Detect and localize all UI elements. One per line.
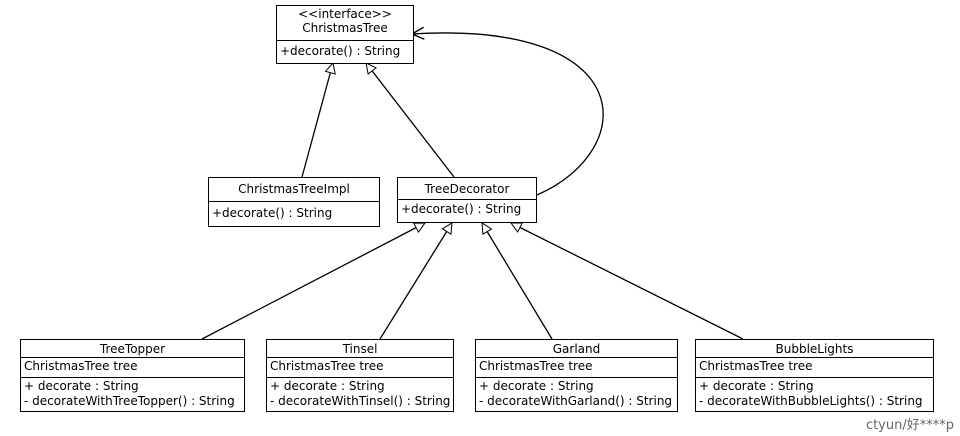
attribute: ChristmasTree tree: [270, 359, 384, 373]
attributes-compartment: ChristmasTree tree: [21, 357, 244, 377]
class-garland: Garland ChristmasTree tree + decorate : …: [475, 339, 678, 412]
operation: +decorate() : String: [280, 44, 401, 58]
attributes-compartment: ChristmasTree tree: [476, 357, 677, 377]
impl-realization-edge: [301, 63, 333, 178]
attribute: ChristmasTree tree: [479, 359, 593, 373]
topper-generalization-edge: [201, 222, 425, 340]
operation: - decorateWithTinsel() : String: [270, 394, 451, 408]
operation: + decorate : String: [24, 379, 139, 393]
operations-compartment: +decorate() : String: [277, 40, 413, 60]
watermark: ctyun/好****p: [865, 418, 954, 433]
class-name: BubbleLights: [775, 342, 854, 356]
decorator-realization-edge: [366, 63, 455, 178]
class-name: Garland: [552, 342, 601, 356]
operations-compartment: +decorate() : String: [209, 201, 379, 222]
operation: - decorateWithGarland() : String: [479, 394, 673, 408]
operation: - decorateWithTreeTopper() : String: [24, 394, 235, 408]
operation: + decorate : String: [699, 379, 814, 393]
class-bubblelights: BubbleLights ChristmasTree tree + decora…: [695, 339, 934, 412]
class-name: ChristmasTree: [302, 21, 388, 35]
operation: - decorateWithBubbleLights() : String: [699, 394, 923, 408]
operations-compartment: + decorate : String - decorateWithTinsel…: [267, 377, 453, 410]
tinsel-generalization-edge: [379, 223, 452, 340]
class-treetopper: TreeTopper ChristmasTree tree + decorate…: [20, 339, 245, 412]
class-christmastree: <<interface>> ChristmasTree +decorate() …: [276, 5, 414, 64]
class-tinsel: Tinsel ChristmasTree tree + decorate : S…: [266, 339, 454, 412]
operations-compartment: + decorate : String - decorateWithGarlan…: [476, 377, 677, 410]
operations-compartment: + decorate : String - decorateWithTreeTo…: [21, 377, 244, 410]
attribute: ChristmasTree tree: [699, 359, 813, 373]
attribute: ChristmasTree tree: [24, 359, 138, 373]
attributes-compartment: ChristmasTree tree: [696, 357, 933, 377]
decorator-aggregation-edge: [412, 33, 604, 196]
attributes-compartment: ChristmasTree tree: [267, 357, 453, 377]
class-treedecorator: TreeDecorator +decorate() : String: [397, 177, 537, 223]
class-name: Tinsel: [342, 342, 378, 356]
class-christmastreeimpl: ChristmasTreeImpl +decorate() : String: [208, 177, 380, 227]
class-name: ChristmasTreeImpl: [238, 182, 350, 196]
operation: + decorate : String: [270, 379, 385, 393]
operation: + decorate : String: [479, 379, 594, 393]
garland-generalization-edge: [482, 223, 553, 340]
operations-compartment: +decorate() : String: [398, 199, 536, 218]
operation: +decorate() : String: [212, 206, 333, 220]
class-name: TreeDecorator: [424, 182, 510, 196]
operations-compartment: + decorate : String - decorateWithBubble…: [696, 377, 933, 410]
bubble-generalization-edge: [511, 222, 744, 340]
operation: +decorate() : String: [401, 202, 522, 216]
class-name: TreeTopper: [99, 342, 166, 356]
interface-stereotype: <<interface>>: [298, 7, 392, 21]
